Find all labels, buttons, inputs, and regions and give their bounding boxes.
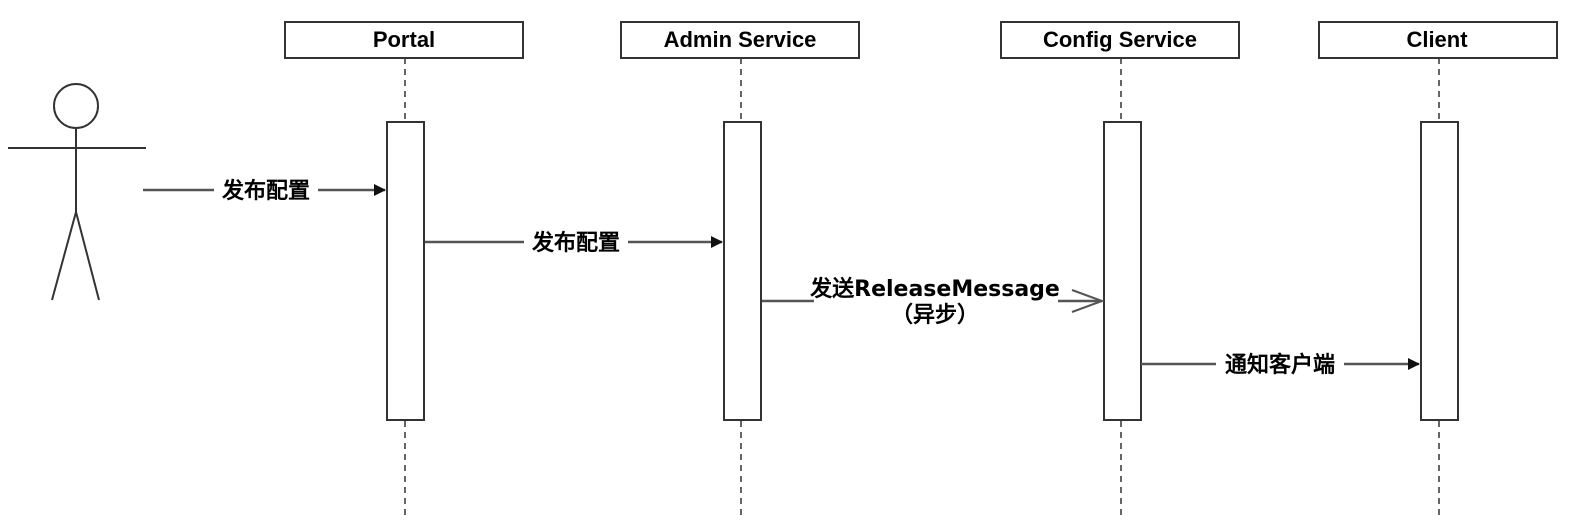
message-label-bg: [1216, 350, 1344, 378]
message-portal-to-admin: 发布配置: [425, 228, 723, 256]
participant-box-client: [1318, 21, 1558, 59]
message-label-publish-config-1: 发布配置: [221, 178, 310, 204]
participant-box-admin-service: [620, 21, 860, 59]
activation-bar-config-service: [1103, 121, 1142, 421]
message-label-publish-config-2: 发布配置: [531, 230, 620, 256]
open-arrowhead: [1071, 289, 1105, 313]
participant-box-config-service: [1000, 21, 1240, 59]
participant-box-portal: [284, 21, 524, 59]
participant-config-service: Config Service: [1000, 21, 1240, 520]
message-label-bg: [814, 274, 1058, 330]
activation-bar-admin-service: [723, 121, 762, 421]
activation-bar-portal: [386, 121, 425, 421]
message-label-bg: [214, 176, 318, 204]
message-sublabel-async: （异步）: [891, 302, 979, 328]
message-label-bg: [524, 228, 628, 256]
message-actor-to-portal: 发布配置: [143, 176, 386, 204]
message-config-to-client: 通知客户端: [1141, 350, 1420, 378]
user-actor-figure: [8, 83, 146, 301]
participant-label-client: Client: [1406, 27, 1468, 52]
message-label-send-release-message: 发送ReleaseMessage: [809, 276, 1060, 302]
participant-label-admin-service: Admin Service: [664, 27, 817, 52]
message-label-notify-client: 通知客户端: [1225, 352, 1335, 378]
message-admin-to-config: 发送ReleaseMessage （异步）: [762, 274, 1105, 330]
participant-label-portal: Portal: [373, 27, 435, 52]
participant-label-config-service: Config Service: [1043, 27, 1197, 52]
participant-client: Client: [1318, 21, 1558, 520]
participant-admin-service: Admin Service: [620, 21, 860, 520]
activation-bar-client: [1420, 121, 1459, 421]
participant-portal: Portal: [284, 21, 524, 520]
